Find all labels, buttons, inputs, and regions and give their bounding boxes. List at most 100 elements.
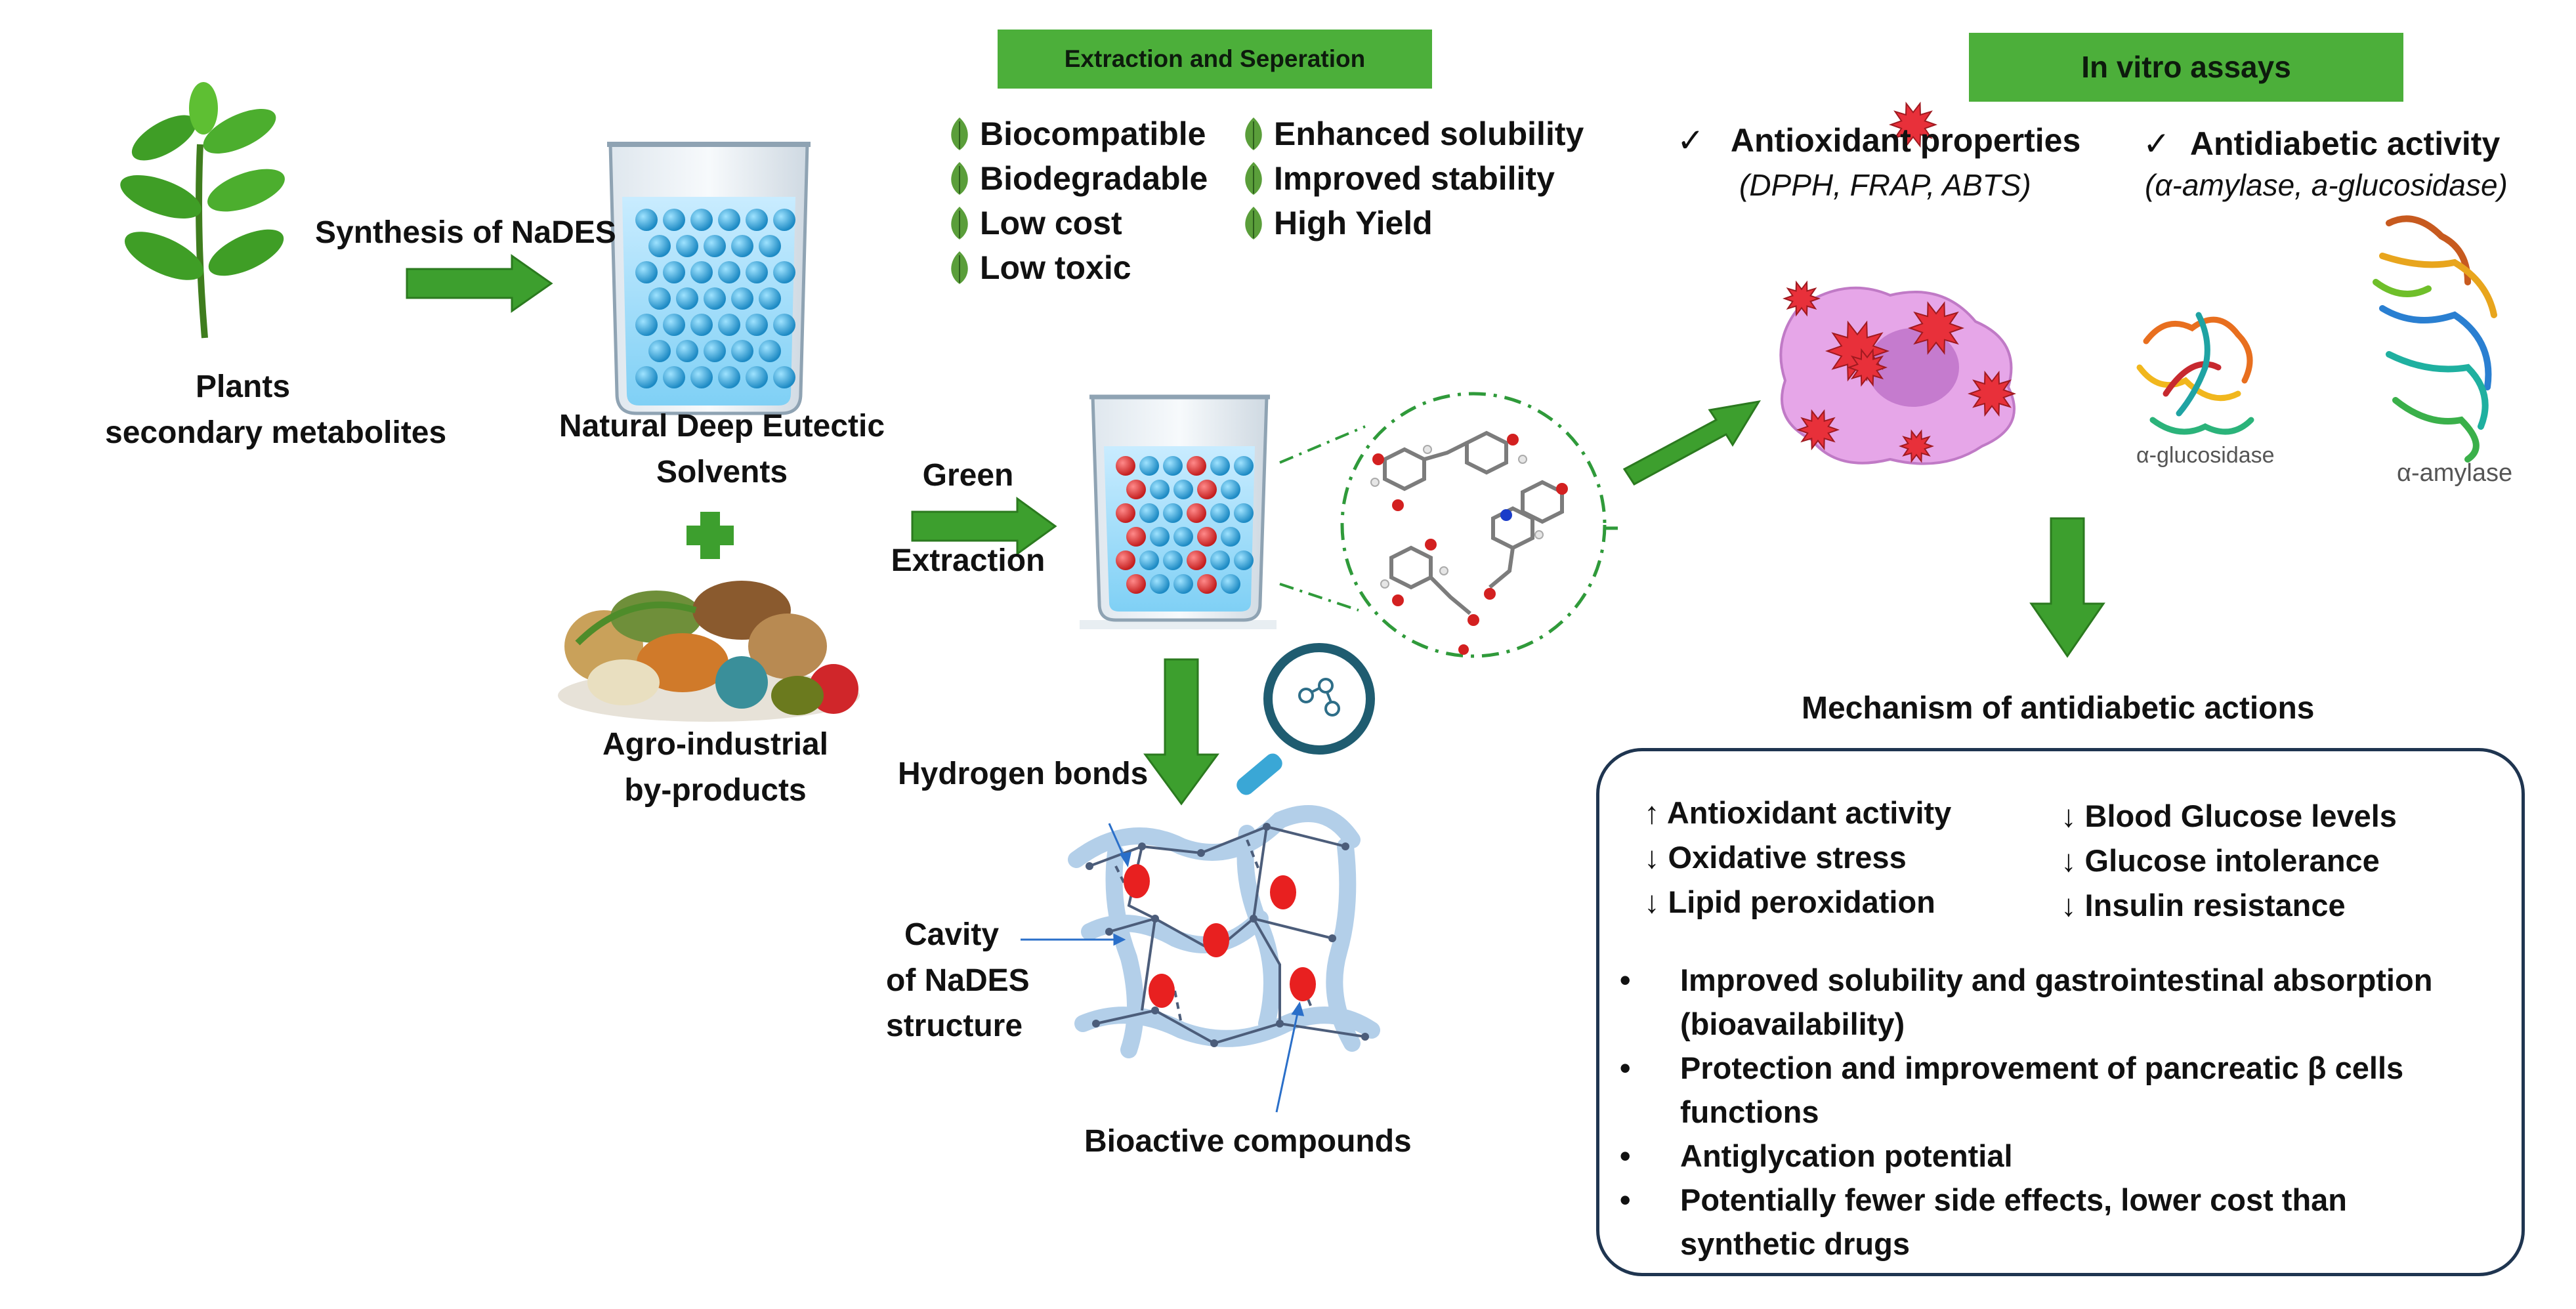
ros-star-icon [1889,101,1937,148]
bead [1197,480,1217,499]
bead [731,287,753,310]
bead [663,261,685,283]
banner-in-vitro-assays: In vitro assays [1969,33,2403,102]
feature-item: Improved stability [1242,156,1584,201]
bead [1221,480,1240,499]
leaf-icon [1245,207,1262,239]
bullet-text-line: (bioavailability) [1680,1007,1905,1041]
bead [1234,503,1254,523]
alpha-amylase-structure [2373,215,2497,463]
bead [648,287,671,310]
bead [746,209,768,231]
cavity-label-line-1: Cavity [904,917,1000,952]
bead [1234,551,1254,570]
magnifier-icon [1236,643,1375,795]
check-icon: ✓ [2143,125,2170,162]
plant-icon [120,82,285,339]
bead [1116,551,1135,570]
bead [1173,574,1193,594]
bead [759,287,781,310]
bead [1126,574,1146,594]
bead [746,366,768,388]
leaf-icon [951,117,968,150]
extraction-beaker-icon [1080,394,1277,629]
nades-label: Natural Deep Eutectic Solvents [538,404,906,495]
effect-item: ↓ Insulin resistance [2061,888,2346,923]
bead [759,340,781,362]
effect-item: ↓ Glucose intolerance [2061,843,2380,878]
features-right-list: Enhanced solubility Improved stability H… [1242,112,1584,245]
banner-extraction-separation: Extraction and Seperation [998,30,1432,89]
bead [718,314,740,336]
bead [635,366,658,388]
bullet-item: • Improved solubility and gastrointestin… [1620,958,2501,1046]
mechanism-panel [1596,748,2525,1276]
bead [718,209,740,231]
bullet-text-line: functions [1680,1094,1819,1129]
feature-text: Enhanced solubility [1274,115,1584,152]
effect-item: ↑ Antioxidant activity [1644,795,1952,830]
antidiabetic-title: ✓Antidiabetic activity [2143,125,2500,163]
feature-text: High Yield [1274,205,1433,241]
bullet-icon: • [1620,1182,1631,1217]
bullet-item: • Potentially fewer side effects, lower … [1620,1178,2501,1266]
bead [676,235,698,257]
bullet-icon: • [1620,1138,1631,1173]
bullet-item: • Antiglycation potential [1620,1134,2501,1178]
bead [773,209,795,231]
plants-label-line-1: Plants [195,369,291,404]
bead [648,340,671,362]
bead [1187,551,1206,570]
arrow-synthesis [406,254,553,313]
bead [648,235,671,257]
check-icon: ✓ [1677,122,1704,159]
bullet-item: • Protection and improvement of pancreat… [1620,1046,2501,1134]
features-left-list: Biocompatible Biodegradable Low cost Low… [948,112,1208,290]
ros-star-icon [1968,370,2016,417]
ros-star-icon [1899,429,1934,463]
arrow-down-structure [1143,658,1219,806]
bullet-text-line: Antiglycation potential [1680,1138,2013,1173]
bead [1221,527,1240,547]
bead [1150,480,1170,499]
bead [731,235,753,257]
agro-label-line-1: Agro-industrial [602,727,828,762]
bead [1187,503,1206,523]
effect-item: ↓ Blood Glucose levels [2061,799,2397,833]
nades-label-line-2: Solvents [656,454,788,489]
agro-label-line-2: by-products [624,772,807,808]
cavity-label: Cavity of NaDES structure [886,912,1030,1049]
bead [1163,503,1183,523]
bead [635,209,658,231]
bead [731,340,753,362]
bead [690,209,713,231]
effects-left: ↑ Antioxidant activity ↓ Oxidative stres… [1644,791,1951,925]
bead [1139,503,1159,523]
green-label: Green [922,458,1014,493]
bead [690,366,713,388]
feature-text: Low toxic [980,249,1131,286]
bead [676,287,698,310]
bead [1163,456,1183,476]
bead [1210,456,1230,476]
feature-item: Enhanced solubility [1242,112,1584,156]
bead [759,235,781,257]
bead [773,314,795,336]
molecule-zoom-circle [1340,392,1618,658]
cell-ros-image [1779,101,2016,465]
bead [1173,527,1193,547]
ros-star-icon [1796,409,1840,451]
cavity-label-line-3: structure [886,1008,1023,1044]
bead [663,366,685,388]
mechanism-title: Mechanism of antidiabetic actions [1802,691,2315,726]
bead [1221,574,1240,594]
ros-star-icon [1908,301,1964,355]
leaf-icon [1245,162,1262,195]
green-extraction-label: Green Extraction [886,453,1050,583]
amylase-label: α-amylase [2397,459,2513,487]
antioxidant-subtitle: (DPPH, FRAP, ABTS) [1739,168,2031,202]
bioactive-compounds-label: Bioactive compounds [1084,1124,1412,1159]
feature-text: Low cost [980,205,1122,241]
bead [635,261,658,283]
